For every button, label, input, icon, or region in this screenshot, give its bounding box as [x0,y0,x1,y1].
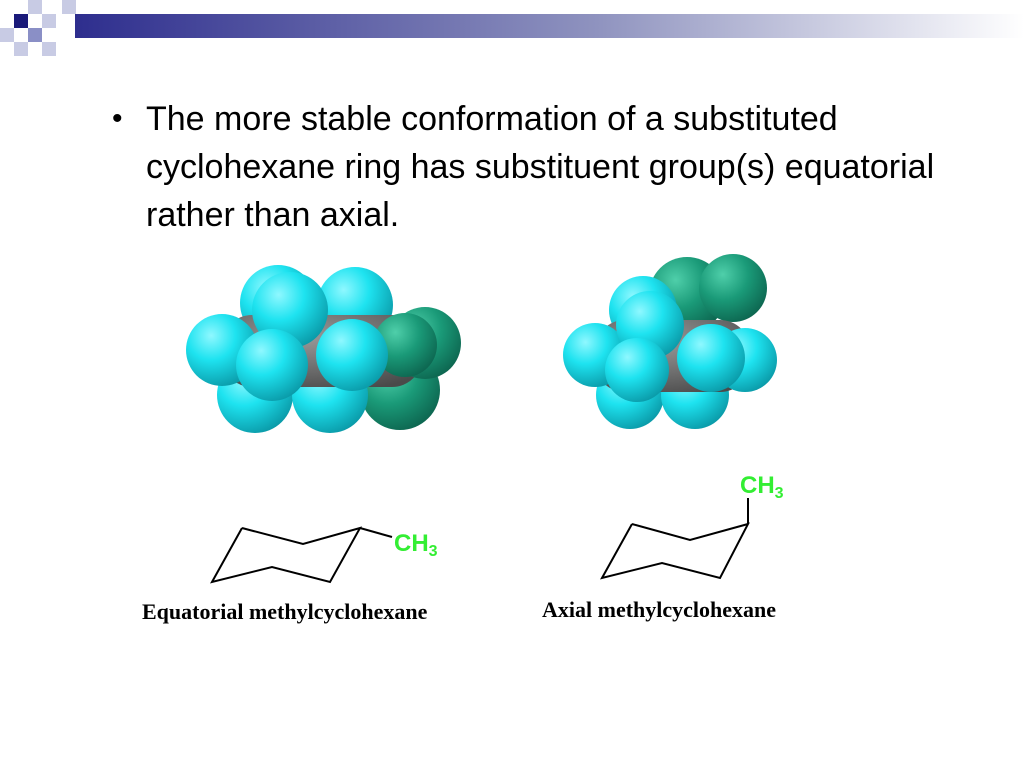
slide-header-decoration [0,0,1024,56]
equatorial-space-filling-model [186,265,461,433]
methyl-bond [359,527,393,538]
axial-caption: Axial methylcyclohexane [542,597,777,622]
cyclohexane-ring [210,526,363,584]
ch3-label: CH3 [394,530,438,560]
axial-skeletal-structure: CH3 [600,472,784,580]
axial-space-filling-model [563,254,777,429]
equatorial-caption: Equatorial methylcyclohexane [142,599,428,624]
bullet-marker: • [112,102,123,135]
equatorial-skeletal-structure: CH3 [210,526,438,584]
cyclohexane-ring [600,522,750,580]
bullet-text: The more stable conformation of a substi… [146,100,935,234]
ch3-label: CH3 [740,472,784,502]
